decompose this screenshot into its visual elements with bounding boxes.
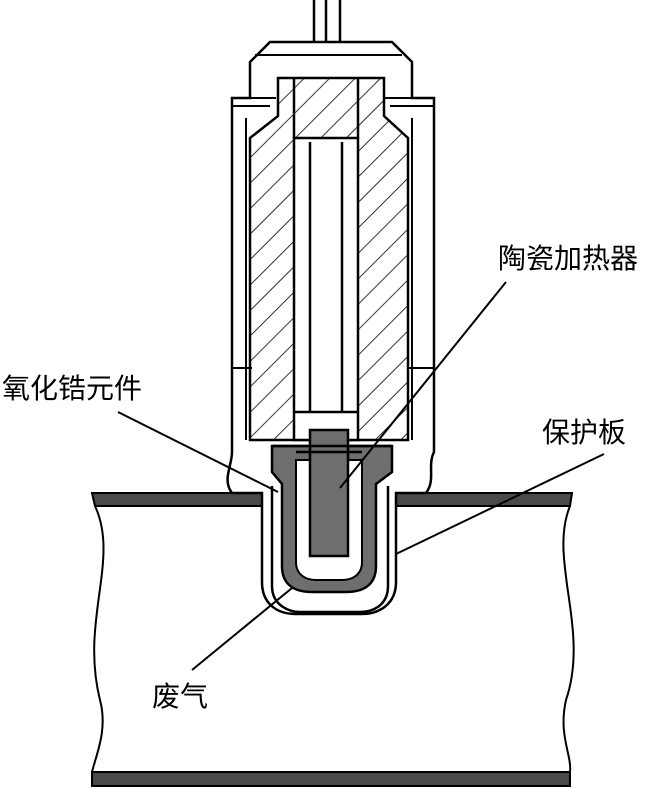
leader-exhaust-gas bbox=[191, 587, 293, 671]
label-zirconia-element: 氧化锆元件 bbox=[2, 372, 142, 405]
ceramic-heater-rod bbox=[308, 428, 350, 558]
exhaust-pipe-bottom-wall bbox=[91, 771, 571, 787]
exhaust-pipe-top-wall-right bbox=[395, 492, 574, 507]
housing-details bbox=[232, 54, 434, 440]
leader-protective-plate bbox=[395, 453, 605, 555]
label-ceramic-heater: 陶瓷加热器 bbox=[498, 242, 638, 275]
leader-lines bbox=[117, 281, 605, 671]
label-protective-plate: 保护板 bbox=[542, 416, 626, 449]
exhaust-pipe-top-wall-left bbox=[90, 492, 263, 507]
leader-ceramic-heater bbox=[339, 281, 507, 489]
heater-bore bbox=[292, 136, 360, 442]
exhaust-pipe-right-edge bbox=[562, 505, 575, 773]
label-exhaust-gas: 废气 bbox=[152, 680, 208, 713]
exhaust-pipe-left-edge bbox=[91, 505, 105, 773]
leader-zirconia-element bbox=[117, 411, 279, 493]
protective-plate bbox=[270, 486, 390, 614]
